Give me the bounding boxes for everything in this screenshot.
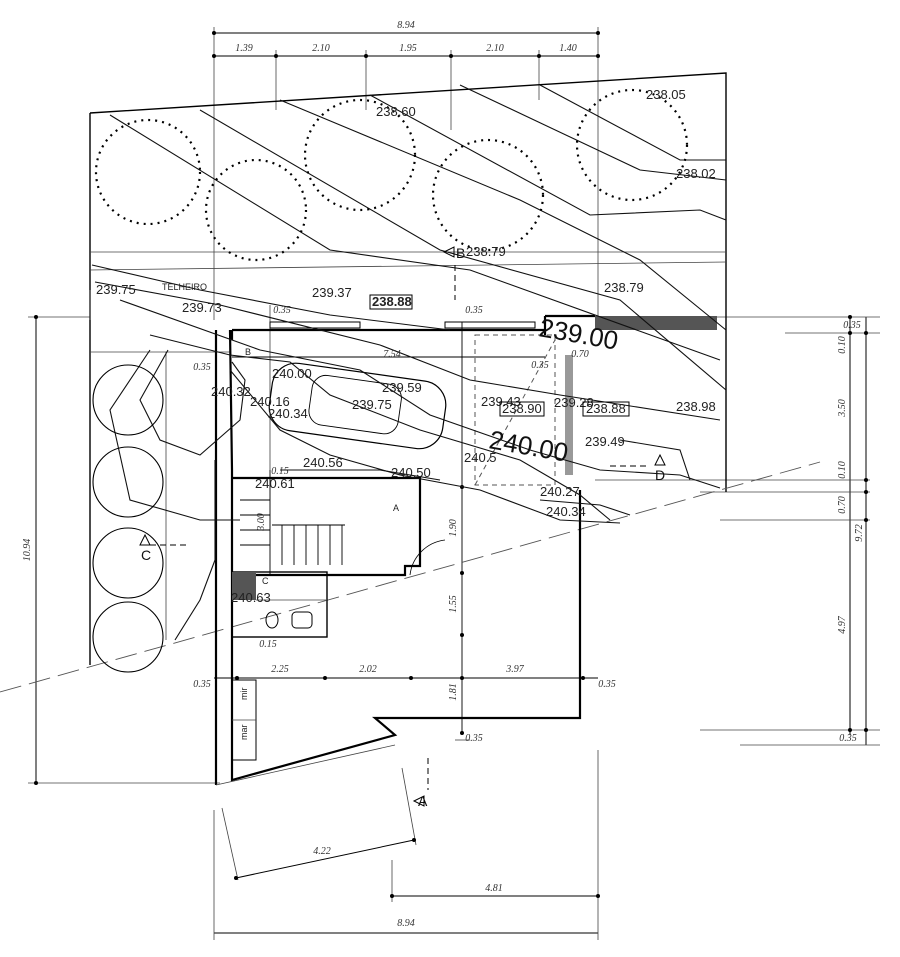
dim-1-90: 1.90 <box>448 519 459 537</box>
dim-1-81: 1.81 <box>448 683 459 701</box>
dim-top-3: 1.95 <box>399 43 417 54</box>
dim-7-54: 7.54 <box>383 349 401 360</box>
section-mark-b: B <box>456 245 465 261</box>
level: 239.75 <box>352 397 392 412</box>
level: 240.27 <box>540 484 580 499</box>
dim-small-10: 0.15 <box>259 639 277 650</box>
level-boxed: 238.90 <box>502 401 542 416</box>
level: 240.63 <box>231 590 271 605</box>
dim-top-1: 1.39 <box>235 43 253 54</box>
dim-right-6: 4.97 <box>837 615 848 634</box>
level: 240.16 <box>250 394 290 409</box>
dim-3-97: 3.97 <box>505 664 525 675</box>
dim-small-4: 0.35 <box>193 679 211 690</box>
level: 240.32 <box>211 384 251 399</box>
section-mark-c: C <box>141 547 151 563</box>
dim-2-02: 2.02 <box>359 664 377 675</box>
area-labels: TELHEIRO B A C mir mar <box>162 282 399 740</box>
dim-small-2: 0.35 <box>273 305 291 316</box>
dim-right-4: 0.10 <box>837 461 848 479</box>
dimension-lines <box>28 27 880 940</box>
dim-small-9: 0.35 <box>465 733 483 744</box>
dim-right-3: 3.50 <box>837 399 848 418</box>
level-boxed: 238.88 <box>586 401 626 416</box>
dim-bottom-total: 8.94 <box>397 918 415 929</box>
level: 240.34 <box>268 406 308 421</box>
level: 240.61 <box>255 476 295 491</box>
dim-right-1: 0.35 <box>843 320 861 331</box>
hedge-icons <box>92 364 164 673</box>
dim-bottom-b: 4.81 <box>485 883 503 894</box>
label-mir: mir <box>239 688 249 701</box>
tree-icons <box>94 88 689 262</box>
dim-top-5: 1.40 <box>559 43 577 54</box>
level: 240.5 <box>464 450 497 465</box>
label-a: A <box>393 503 399 513</box>
telheiro-label: TELHEIRO <box>162 282 207 292</box>
dimension-labels: 8.94 1.39 2.10 1.95 2.10 1.40 8.94 4.22 … <box>22 20 865 929</box>
level: 240.50 <box>391 465 431 480</box>
level: 239.73 <box>182 300 222 315</box>
dim-top-2: 2.10 <box>312 43 330 54</box>
level-big: 240.00 <box>487 424 571 467</box>
level-labels: 238.05 238.02 238.60 238.79 238.79 239.7… <box>96 87 716 605</box>
dim-bottom-a: 4.22 <box>313 846 331 857</box>
dim-small-6: 0.70 <box>571 349 589 360</box>
dim-1-55: 1.55 <box>448 595 459 613</box>
level: 239.75 <box>96 282 136 297</box>
dim-right-7: 0.35 <box>839 733 857 744</box>
dim-small-1: 0.35 <box>193 362 211 373</box>
level: 239.28 <box>554 395 594 410</box>
level: 238.05 <box>646 87 686 102</box>
level: 240.00 <box>272 366 312 381</box>
building-walls <box>214 314 717 786</box>
dim-right-5: 0.70 <box>837 496 848 514</box>
level: 238.60 <box>376 104 416 119</box>
dim-top-total: 8.94 <box>397 20 415 31</box>
label-c: C <box>262 576 269 586</box>
dim-small-8: 0.15 <box>271 466 289 477</box>
level-boxed: 238.88 <box>372 294 412 309</box>
label-mar: mar <box>239 724 249 740</box>
dim-small-5: 0.35 <box>598 679 616 690</box>
dim-right-2: 0.10 <box>837 336 848 354</box>
dim-3-00: 3.00 <box>256 513 267 532</box>
dim-small-7: 0.35 <box>531 360 549 371</box>
level: 240.34 <box>546 504 586 519</box>
label-b: B <box>245 347 251 357</box>
level: 239.59 <box>382 380 422 395</box>
dim-2-25: 2.25 <box>271 664 289 675</box>
section-mark-d: D <box>655 467 665 483</box>
level: 238.98 <box>676 399 716 414</box>
section-marks: A B C D <box>139 245 666 809</box>
dim-right-total: 9.72 <box>854 524 865 542</box>
section-mark-a: A <box>418 793 428 809</box>
level: 238.02 <box>676 166 716 181</box>
dim-small-3: 0.35 <box>465 305 483 316</box>
dim-top-4: 2.10 <box>486 43 504 54</box>
site-boundary <box>0 72 821 693</box>
dim-left-total: 10.94 <box>22 539 33 562</box>
level: 238.79 <box>466 244 506 259</box>
level: 240.56 <box>303 455 343 470</box>
level: 239.49 <box>585 434 625 449</box>
level: 239.37 <box>312 285 352 300</box>
level: 238.79 <box>604 280 644 295</box>
contour-lines <box>91 84 727 641</box>
